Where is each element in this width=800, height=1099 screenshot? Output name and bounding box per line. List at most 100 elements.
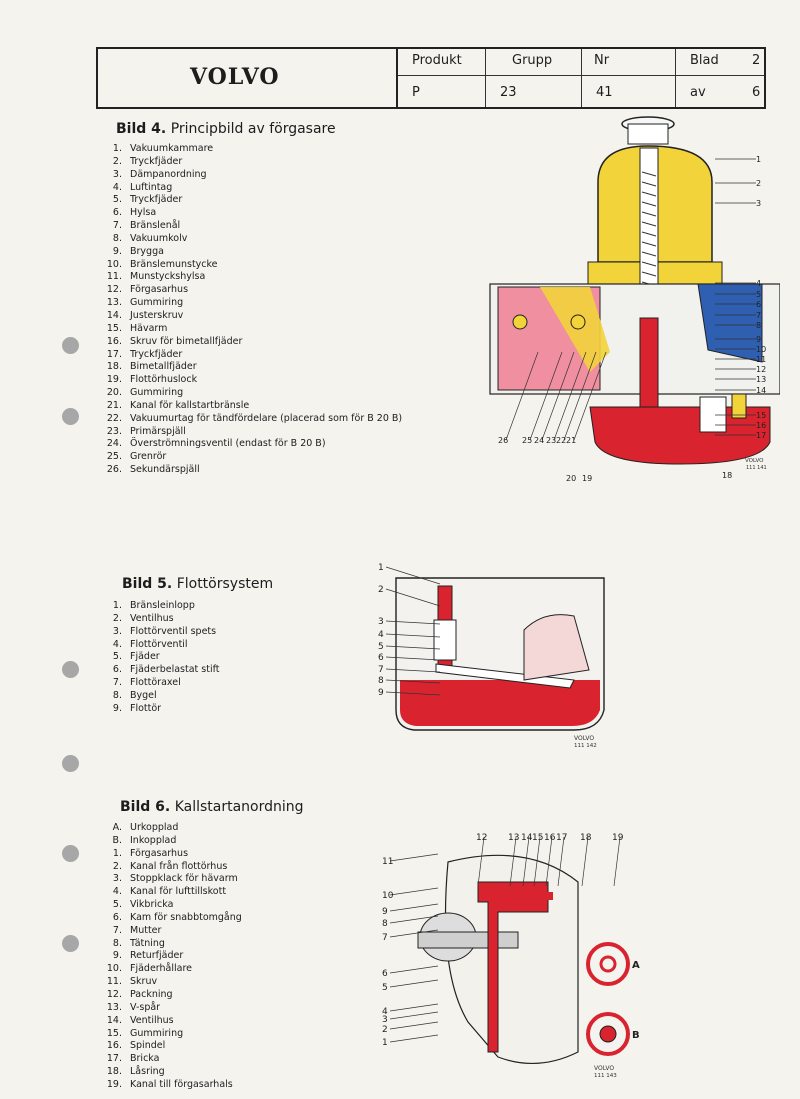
legend-key: 9. xyxy=(112,245,122,257)
leader-line xyxy=(385,645,441,650)
legend-text: Låsring xyxy=(130,1066,165,1078)
legend-text: Bränslemunstycke xyxy=(130,258,218,270)
legend-text: Kanal från flottörhus xyxy=(130,860,228,872)
leader-line xyxy=(385,656,441,661)
legend-key: 16. xyxy=(106,1040,122,1052)
legend-text: Tryckfjäder xyxy=(130,194,183,206)
leader-line xyxy=(505,351,539,441)
callout-number: 20 xyxy=(566,474,576,483)
punch-hole xyxy=(62,661,79,678)
view-a-disc xyxy=(586,942,630,986)
view-a-hub xyxy=(599,955,617,973)
legend-text: Kam för snabbtomgång xyxy=(130,911,242,923)
legend-item: 1.Förgasarhus xyxy=(96,848,242,861)
legend-text: Flottörventil xyxy=(130,638,188,650)
legend-item: 2.Tryckfjäder xyxy=(96,156,402,169)
legend-key: 17. xyxy=(106,348,122,360)
primary-throttle xyxy=(570,314,586,330)
legend-item: 26.Sekundärspjäll xyxy=(96,464,402,477)
leader-line xyxy=(557,836,565,887)
callout-number: 22 xyxy=(556,436,566,445)
leader-line xyxy=(581,836,589,887)
legend-item: 20.Gummiring xyxy=(96,387,402,400)
header-divider xyxy=(398,75,764,76)
volvo-logo: VOLVO xyxy=(190,64,280,90)
legend-key: 9. xyxy=(112,702,122,714)
leader-line xyxy=(389,1011,439,1020)
legend-text: Bränsleinlopp xyxy=(130,600,195,611)
legend-item: 2.Ventilhus xyxy=(96,613,220,626)
punch-hole xyxy=(62,755,79,772)
leader-line xyxy=(553,351,587,441)
legend-key: 3. xyxy=(112,168,122,180)
legend-text: Flottörventil spets xyxy=(130,625,217,637)
legend-item: 12.Packning xyxy=(96,989,242,1002)
leader-line xyxy=(389,929,439,938)
legend-key: 6. xyxy=(112,911,122,923)
bild4-stamp-number: 111 141 xyxy=(746,465,767,471)
legend-text: Inkopplad xyxy=(130,834,177,846)
grupp-cell: Grupp 23 xyxy=(486,49,582,107)
legend-item: 10.Fjäderhållare xyxy=(96,963,242,976)
callout-number: 11 xyxy=(382,857,393,867)
legend-item: 5.Fjäder xyxy=(96,651,220,664)
punch-hole xyxy=(62,408,79,425)
legend-item: 3.Dämpanordning xyxy=(96,169,402,182)
callout-number: 7 xyxy=(378,665,384,675)
legend-key: 2. xyxy=(112,860,122,872)
legend-text: Skruv xyxy=(130,976,158,988)
legend-item: 6.Hylsa xyxy=(96,207,402,220)
legend-key: 4. xyxy=(112,886,122,898)
float xyxy=(523,614,590,681)
airflow-throttle xyxy=(540,287,610,372)
legend-item: 11. Skruv xyxy=(96,976,242,989)
legend-item: 13.V-spår xyxy=(96,1002,242,1015)
legend-text: Spindel xyxy=(130,1040,166,1052)
air-intake xyxy=(697,283,763,363)
callout-number: 5 xyxy=(382,983,388,993)
bild4-heading: Principbild av förgasare xyxy=(170,121,336,137)
bild5-stamp-number: 111 142 xyxy=(574,743,597,749)
legend-key: 2. xyxy=(112,612,122,624)
callout-number: 7 xyxy=(382,933,388,943)
legend-text: Bränslenål xyxy=(130,220,181,232)
leader-line xyxy=(385,633,441,638)
leader-line xyxy=(385,588,441,607)
punch-hole xyxy=(62,845,79,862)
callout-number: 19 xyxy=(612,833,624,843)
callout-number: 2 xyxy=(382,1025,388,1035)
legend-text: Bimetallfjäder xyxy=(130,361,197,373)
bild6-title: Bild 6. Kallstartanordning xyxy=(120,799,304,815)
header-table: VOLVO Produkt P Grupp 23 Nr 41 Blad 2 av… xyxy=(96,47,766,109)
legend-item: 10.Bränslemunstycke xyxy=(96,259,402,272)
legend-item: 17.Bricka xyxy=(96,1053,242,1066)
legend-text: Vakuumkammare xyxy=(130,143,214,154)
legend-item: 24.Överströmningsventil (endast för B 20… xyxy=(96,438,402,451)
callout-number: 12 xyxy=(476,833,487,843)
legend-key: 9. xyxy=(112,950,122,962)
legend-item: 9.Brygga xyxy=(96,246,402,259)
grupp-value: 23 xyxy=(500,85,517,100)
legend-key: 11. xyxy=(106,976,122,988)
legend-item: 16.Skruv för bimetallfjäder xyxy=(96,336,402,349)
legend-item: 5.Vikbricka xyxy=(96,899,242,912)
damper-top xyxy=(627,123,669,145)
callout-number: 15 xyxy=(756,411,766,420)
legend-key: 1. xyxy=(112,847,122,859)
leader-line xyxy=(385,668,441,673)
produkt-cell: Produkt P xyxy=(398,49,486,107)
legend-text: Kanal till förgasarhals xyxy=(130,1078,233,1090)
leader-line xyxy=(389,1003,439,1012)
fuel-level xyxy=(400,680,600,726)
callout-number: 21 xyxy=(566,436,576,445)
legend-text: Flottör xyxy=(130,702,162,714)
valve-housing xyxy=(433,619,457,661)
legend-item: 3.Flottörventil spets xyxy=(96,626,220,639)
legend-text: Vakuumurtag för tändfördelare (placerad … xyxy=(130,412,403,424)
callout-number: 1 xyxy=(378,563,384,573)
legend-item: 6.Fjäderbelastat stift xyxy=(96,664,220,677)
grupp-label: Grupp xyxy=(512,53,553,68)
